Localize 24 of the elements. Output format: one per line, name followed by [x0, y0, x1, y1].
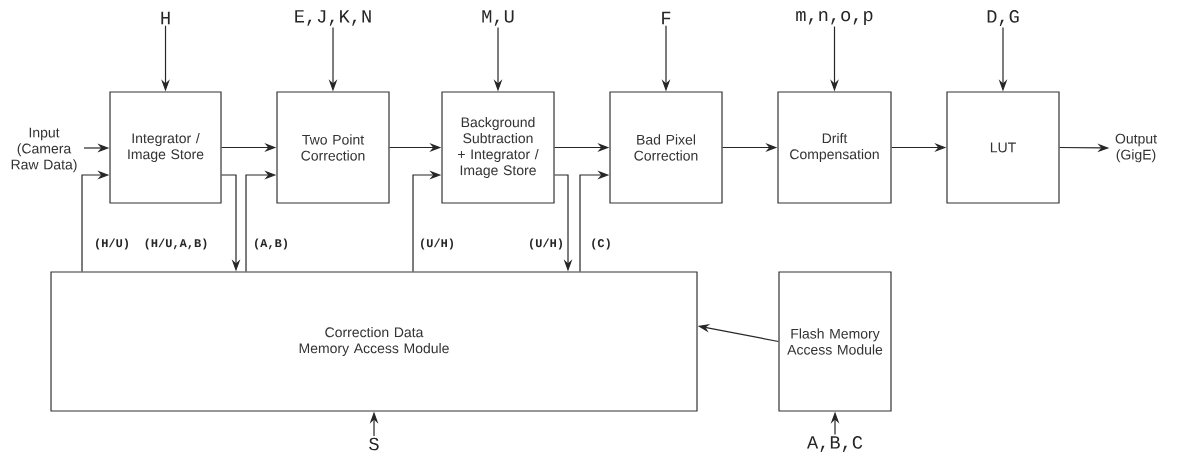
input-label: E,J,K,N: [295, 10, 371, 26]
process-box: Flash Memory Access Module: [778, 271, 892, 412]
edge-label: (H/U): [92, 237, 132, 251]
process-box: Two Point Correction: [276, 91, 390, 204]
input-label: M,U: [482, 10, 514, 26]
input-label: m,n,o,p: [796, 11, 873, 25]
input-label: H: [161, 11, 170, 25]
process-box: Integrator / Image Store: [109, 91, 222, 204]
io-label: Output (GigE): [1115, 133, 1157, 163]
input-label: S: [369, 437, 379, 451]
input-label: A,B,C: [807, 436, 863, 452]
process-box: LUT: [946, 91, 1060, 204]
process-box: Drift Compensation: [777, 91, 892, 204]
process-box: Bad Pixel Correction: [609, 91, 723, 204]
edge-label: (C): [588, 237, 614, 251]
process-box: Background Subtraction + Integrator / Image Store: [441, 91, 555, 204]
input-label: F: [662, 11, 671, 25]
edge-label: (A,B): [251, 237, 291, 251]
io-label: Input (Camera Raw Data): [11, 127, 77, 173]
process-box: Correction Data Memory Access Module: [50, 271, 698, 412]
edge-label: (U/H): [526, 237, 566, 251]
input-label: D,G: [987, 10, 1019, 26]
edge-label: (H/U,A,B): [142, 237, 210, 251]
edge-label: (U/H): [417, 237, 457, 251]
